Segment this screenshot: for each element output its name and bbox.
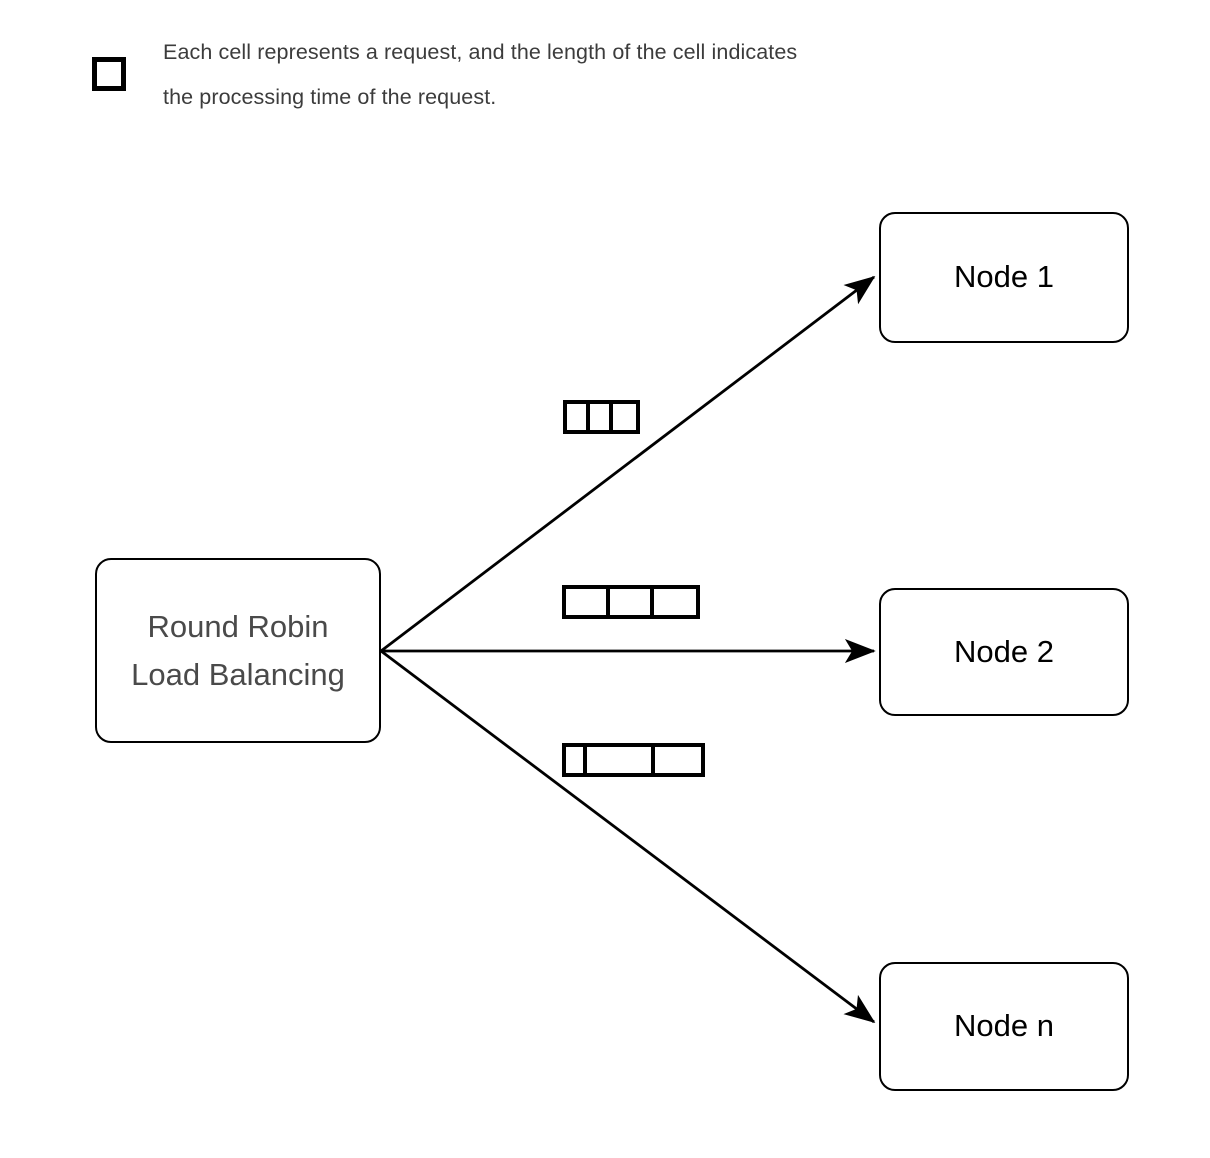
edge-source-to-node-1 — [380, 275, 876, 653]
legend-caption: Each cell represents a request, and the … — [163, 40, 798, 109]
request-cell — [587, 747, 655, 773]
request-queue-node-1 — [563, 400, 640, 434]
source-box-round-robin-load-balancing[interactable]: Round Robin Load Balancing — [95, 558, 381, 743]
node-box-node-1[interactable]: Node 1 — [879, 212, 1129, 343]
request-cell — [655, 747, 701, 773]
request-cell-swatch-icon — [92, 57, 126, 91]
legend: Each cell represents a request, and the … — [92, 30, 962, 130]
node-box-node-2[interactable]: Node 2 — [879, 588, 1129, 716]
source-box-label: Round Robin Load Balancing — [131, 608, 345, 692]
edge-source-to-node-n — [380, 649, 876, 1024]
request-cell — [590, 404, 613, 430]
request-cell — [654, 589, 696, 615]
node-box-node-n[interactable]: Node n — [879, 962, 1129, 1091]
node-box-label: Node 1 — [954, 259, 1054, 295]
request-cell — [613, 404, 636, 430]
request-cell — [567, 404, 590, 430]
request-queue-node-2 — [562, 585, 700, 619]
request-cell — [610, 589, 654, 615]
node-box-label: Node n — [954, 1008, 1054, 1044]
node-box-label: Node 2 — [954, 633, 1054, 669]
request-cell — [566, 747, 587, 773]
request-queue-node-n — [562, 743, 705, 777]
request-cell — [566, 589, 610, 615]
